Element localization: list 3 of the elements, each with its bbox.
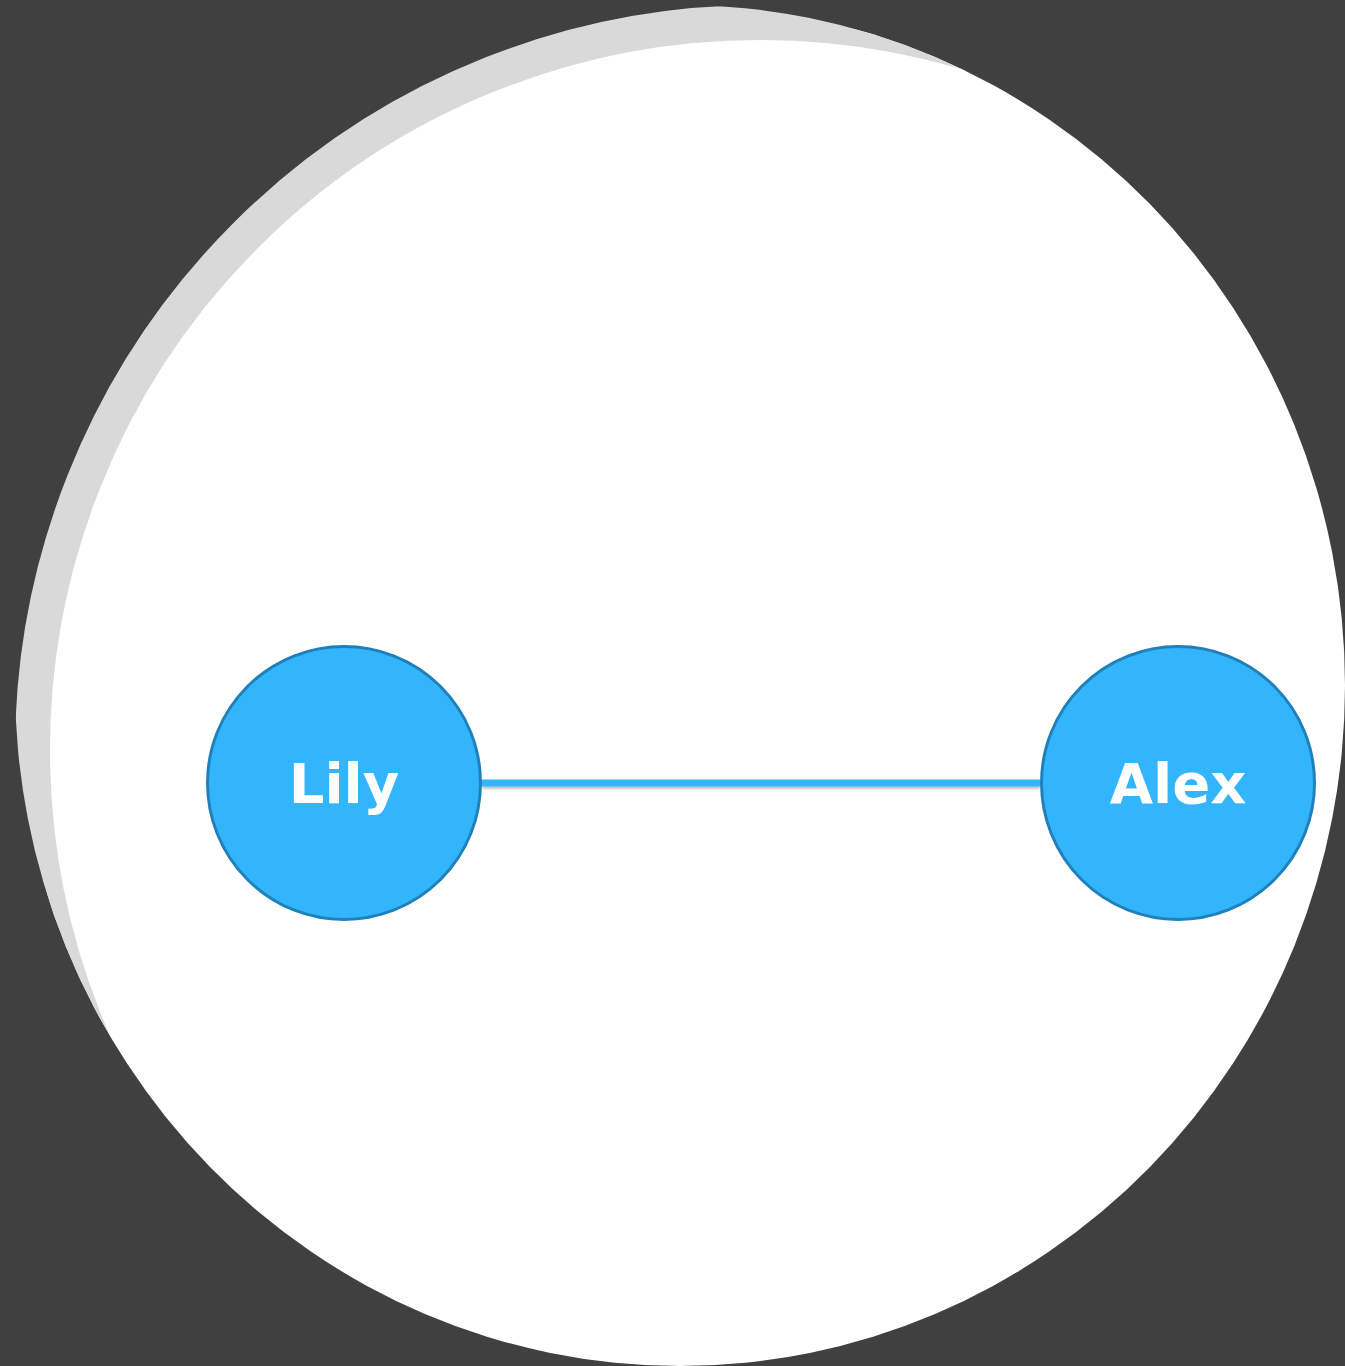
node-label: Lily [288,750,400,816]
node-label: Alex [1109,750,1247,816]
connector-line [482,779,1040,787]
